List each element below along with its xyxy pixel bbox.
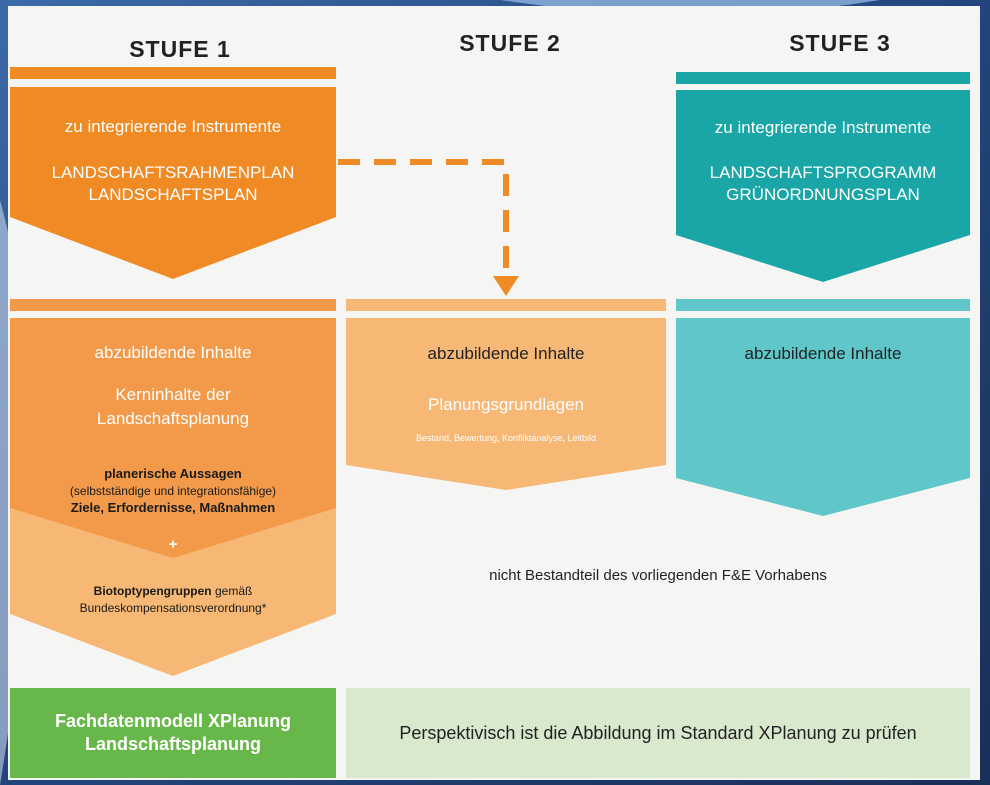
stufe2-title: Planungsgrundlagen [428,395,584,414]
plus-sign: + [168,536,178,553]
data-model-box: Fachdatenmodell XPlanung Landschaftsplan… [10,688,336,778]
stufe2-contents-label: abzubildende Inhalte [427,344,585,363]
biotope-rest: gemäß [211,584,253,598]
stufe1-instruments-block [10,87,336,279]
stufe3-instruments-label: zu integrierende Instrumente [714,118,932,137]
stufe3-contents-label: abzubildende Inhalte [744,344,902,363]
stufe2-detail: Bestand, Bewertung, Konfliktanalyse, Lei… [415,433,597,443]
stufe1-instrument-1: LANDSCHAFTSRAHMENPLAN [51,163,295,182]
stufe1-biotope-line2: Bundeskompensationsverordnung* [79,601,267,615]
perspective-box: Perspektivisch ist die Abbildung im Stan… [346,688,970,778]
not-part-note: nicht Bestandteil des vorliegenden F&E V… [489,567,827,584]
stufe1-top-bar [10,67,336,79]
stufe3-instrument-1: LANDSCHAFTSPROGRAMM [709,163,937,182]
stufe3-instrument-2: GRÜNORDNUNGSPLAN [726,185,920,204]
heading-stufe-3: STUFE 3 [789,30,891,56]
data-model-line2: Landschaftsplanung [84,734,261,754]
stufe1-contents-block [10,318,336,676]
stufe1-mid-bar [10,299,336,311]
stufe1-biotope-line1: Biotoptypengruppen gemäß [10,584,336,598]
stufe2-contents-block [346,318,666,490]
heading-stufe-2: STUFE 2 [459,30,561,56]
stufe1-instrument-2: LANDSCHAFTSPLAN [88,185,258,204]
stufe3-instruments-block [676,90,970,282]
stufe1-core-line2: Landschaftsplanung [96,409,250,428]
stufe2-mid-bar [346,299,666,311]
perspective-text: Perspektivisch ist die Abbildung im Stan… [399,722,917,743]
stufe1-contents-label: abzubildende Inhalte [94,343,252,362]
stufe1-statements-goals: Ziele, Erfordernisse, Maßnahmen [70,500,276,515]
dashed-arrow [338,159,519,296]
heading-stufe-1: STUFE 1 [129,36,231,62]
biotope-bold: Biotoptypengruppen [93,584,212,598]
stufe1-statements-sub: (selbstständige und integrationsfähige) [69,484,277,498]
data-model-line1: Fachdatenmodell XPlanung [54,711,292,731]
stufe1-core-line1: Kerninhalte der [115,385,231,404]
stufe3-mid-bar [676,299,970,311]
stufe1-statements-title: planerische Aussagen [104,466,242,481]
stufe3-top-bar [676,72,970,84]
stufe3-contents-block [676,318,970,516]
stufe1-instruments-label: zu integrierende Instrumente [64,117,282,136]
